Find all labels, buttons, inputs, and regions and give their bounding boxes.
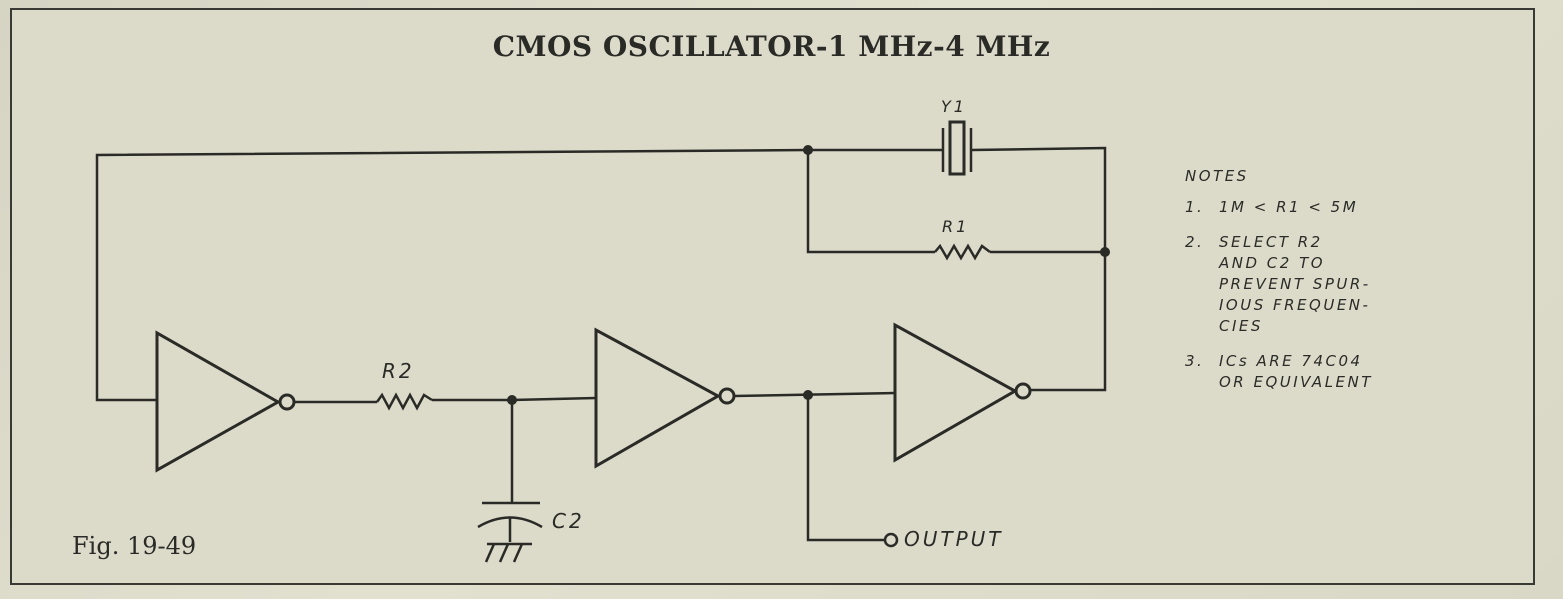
output-terminal	[883, 532, 899, 548]
r2-label: R2	[382, 359, 415, 383]
r1-branch-wire	[806, 150, 1105, 254]
c2-label: C2	[552, 509, 585, 533]
output-wire	[806, 395, 885, 542]
note-item-3: 3. ICs ARE 74C04 OR EQUIVALENT	[1185, 351, 1485, 393]
note-number: 2.	[1185, 233, 1205, 251]
inverter-gate-3	[893, 322, 1032, 463]
c2-wire	[510, 396, 597, 502]
figure-number: Fig. 19-49	[72, 532, 197, 560]
inverter-gate-1	[155, 330, 296, 473]
resistor-r2	[375, 392, 433, 411]
note-item-2: 2. SELECT R2 AND C2 TO PREVENT SPUR- IOU…	[1185, 232, 1485, 337]
note-item-1: 1. 1M < R1 < 5M	[1185, 197, 1485, 218]
note-text: 1M < R1 < 5M	[1219, 198, 1359, 216]
gate1-output-wire	[294, 398, 512, 404]
note-number: 1.	[1185, 198, 1205, 216]
resistor-r1	[934, 243, 991, 261]
right-node	[1100, 247, 1110, 257]
gate3-output-wire	[1030, 252, 1107, 392]
notes-block: NOTES 1. 1M < R1 < 5M 2. SELECT R2 AND C…	[1185, 166, 1485, 407]
note-text: ICs ARE 74C04 OR EQUIVALENT	[1219, 352, 1373, 391]
crystal-y1	[941, 120, 973, 176]
note-number: 3.	[1185, 352, 1205, 370]
top-left-node	[803, 145, 813, 155]
r1-label: R1	[942, 217, 969, 236]
figure-panel	[10, 8, 1535, 585]
crystal-branch-wire	[808, 146, 1107, 252]
crystal-label: Y1	[941, 97, 967, 116]
figure-title: CMOS OSCILLATOR-1 MHz-4 MHz	[492, 30, 1051, 63]
inverter-gate-2	[594, 327, 736, 469]
note-text: SELECT R2 AND C2 TO PREVENT SPUR- IOUS F…	[1219, 233, 1371, 335]
capacitor-c2	[477, 501, 543, 563]
notes-heading: NOTES	[1185, 167, 1249, 185]
gate2-output-wire	[733, 391, 896, 398]
feedback-wire	[95, 148, 809, 402]
output-label: OUTPUT	[904, 527, 1004, 551]
